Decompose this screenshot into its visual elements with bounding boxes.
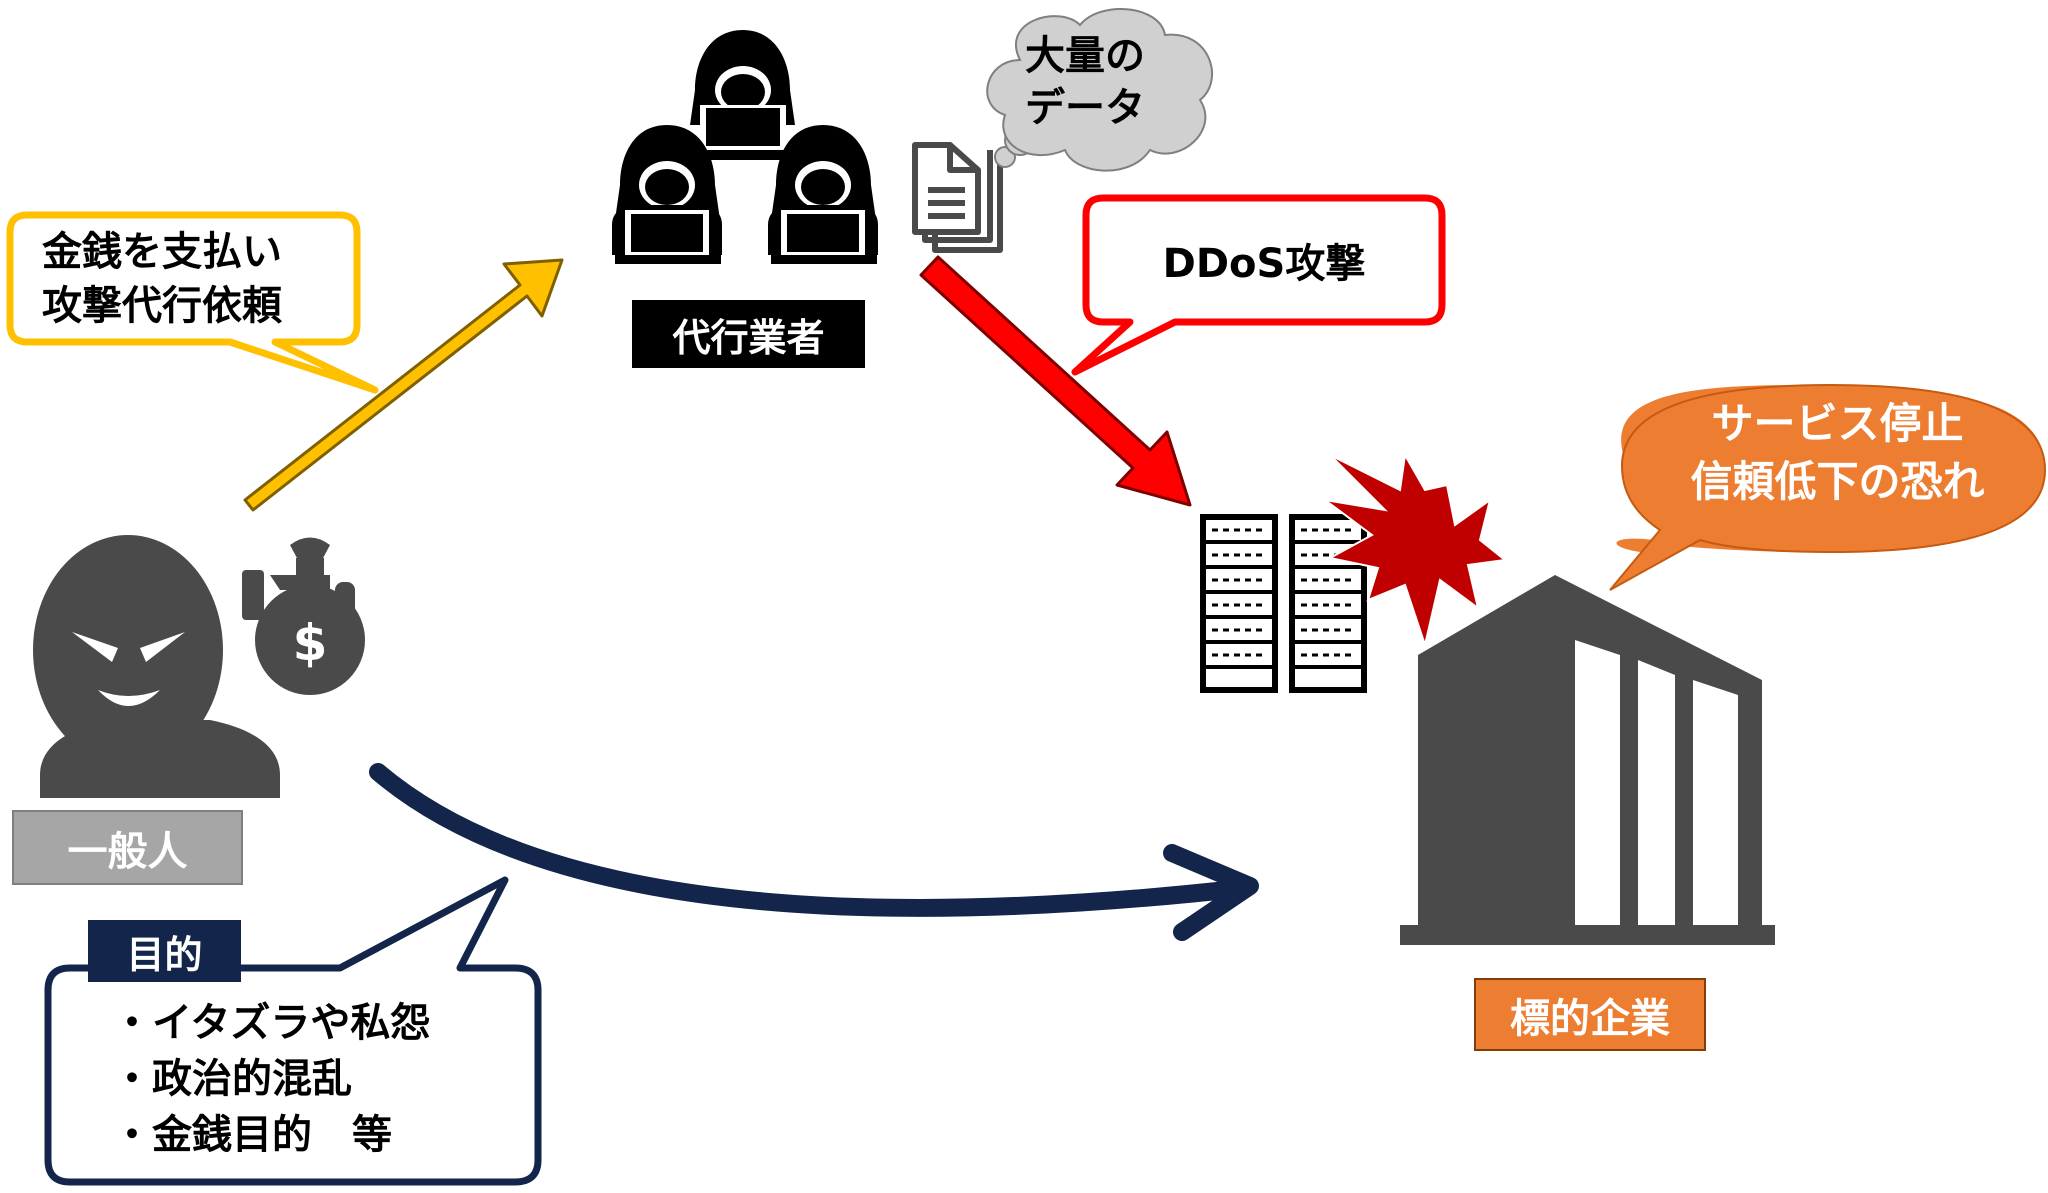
server-rack-icon: [1200, 514, 1367, 693]
purpose-item-3: ・金銭目的 等: [112, 1112, 392, 1158]
data-cloud-line-1: 大量の: [1025, 33, 1145, 79]
payment-arrow: [243, 258, 564, 512]
purpose-callout-shape: [44, 876, 542, 1186]
impact-callout-text: サービス停止 信頼低下の恐れ: [1660, 395, 2015, 511]
hacker-group-icon: [612, 30, 878, 264]
purpose-item-1: ・イタズラや私怨: [112, 1000, 431, 1046]
payment-callout-shape: [6, 211, 379, 394]
requester-label: 一般人: [12, 810, 243, 885]
impact-callout-line-1: サービス停止: [1711, 399, 1964, 448]
impact-callout-line-2: 信頼低下の恐れ: [1690, 457, 1985, 506]
impact-callout-shape: [1609, 383, 2047, 591]
purpose-item-2: ・政治的混乱: [112, 1056, 352, 1102]
masked-person-icon: [33, 535, 280, 798]
explosion-icon: [1324, 451, 1508, 649]
building-icon: [1400, 575, 1775, 945]
payment-callout-line-2: 攻撃代行依頼: [42, 283, 282, 329]
ddos-callout-text: DDoS攻撃: [1162, 241, 1366, 287]
ddos-arrow: [919, 255, 1192, 507]
documents-icon: [912, 142, 1003, 253]
data-cloud-text: 大量の データ: [1025, 30, 1145, 134]
ddos-callout-shape: [1071, 194, 1446, 376]
purpose-arrow: [369, 763, 1259, 941]
payment-callout-line-1: 金銭を支払い: [42, 229, 282, 275]
money-bag-icon: $: [242, 537, 365, 695]
data-cloud-line-2: データ: [1025, 85, 1145, 131]
data-cloud-shape: [986, 8, 1214, 172]
purpose-list: ・イタズラや私怨 ・政治的混乱 ・金銭目的 等: [112, 995, 430, 1163]
payment-callout-text: 金銭を支払い 攻撃代行依頼: [42, 225, 282, 333]
purpose-title: 目的: [88, 920, 241, 982]
svg-text:$: $: [293, 614, 328, 672]
target-label: 標的企業: [1474, 978, 1706, 1051]
agency-label: 代行業者: [632, 300, 865, 368]
